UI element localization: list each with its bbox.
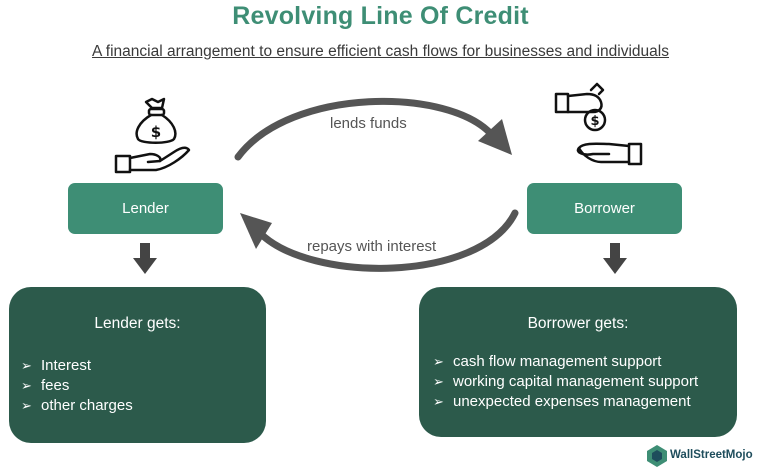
bullet-icon: ➢ xyxy=(21,358,32,373)
list-item: ➢unexpected expenses management xyxy=(433,393,691,410)
borrower-down-arrow xyxy=(603,243,627,274)
lends-funds-label: lends funds xyxy=(330,115,407,132)
lends-funds-arrow xyxy=(234,97,496,161)
borrower-gets-panel: Borrower gets: ➢cash flow management sup… xyxy=(419,287,737,437)
bullet-icon: ➢ xyxy=(433,354,444,369)
borrower-gets-list: ➢cash flow management support ➢working c… xyxy=(433,352,698,412)
repays-label: repays with interest xyxy=(307,238,437,255)
list-item: ➢Interest xyxy=(21,357,92,374)
bullet-icon: ➢ xyxy=(21,378,32,393)
lends-funds-arrowhead xyxy=(478,119,512,155)
repays-arrow xyxy=(256,209,519,272)
list-item: ➢cash flow management support xyxy=(433,353,662,370)
list-item: ➢other charges xyxy=(21,397,133,414)
svg-text:$: $ xyxy=(151,123,161,141)
repays-arrowhead xyxy=(240,213,272,249)
lender-gets-title: Lender gets: xyxy=(94,315,181,332)
lender-gets-list: ➢Interest ➢fees ➢other charges xyxy=(21,356,133,416)
logo-text: WallStreetMojo xyxy=(670,449,753,461)
lender-gets-panel: Lender gets: ➢Interest ➢fees ➢other char… xyxy=(9,287,266,443)
bullet-icon: ➢ xyxy=(433,394,444,409)
borrower-node: Borrower xyxy=(527,183,682,234)
flow-arrows xyxy=(234,97,519,272)
bullet-icon: ➢ xyxy=(21,398,32,413)
borrower-gets-title: Borrower gets: xyxy=(527,315,629,332)
list-item: ➢fees xyxy=(21,377,70,394)
logo-icon xyxy=(647,445,667,467)
page-title: Revolving Line Of Credit xyxy=(232,2,529,30)
list-item: ➢working capital management support xyxy=(433,373,699,390)
svg-text:$: $ xyxy=(590,114,599,129)
money-giving-hand-icon: $ xyxy=(554,82,643,166)
money-bag-hand-icon: $ xyxy=(114,97,191,174)
bullet-icon: ➢ xyxy=(433,374,444,389)
lender-node: Lender xyxy=(68,183,223,234)
page-subtitle: A financial arrangement to ensure effici… xyxy=(92,43,669,60)
lender-down-arrow xyxy=(133,243,157,274)
